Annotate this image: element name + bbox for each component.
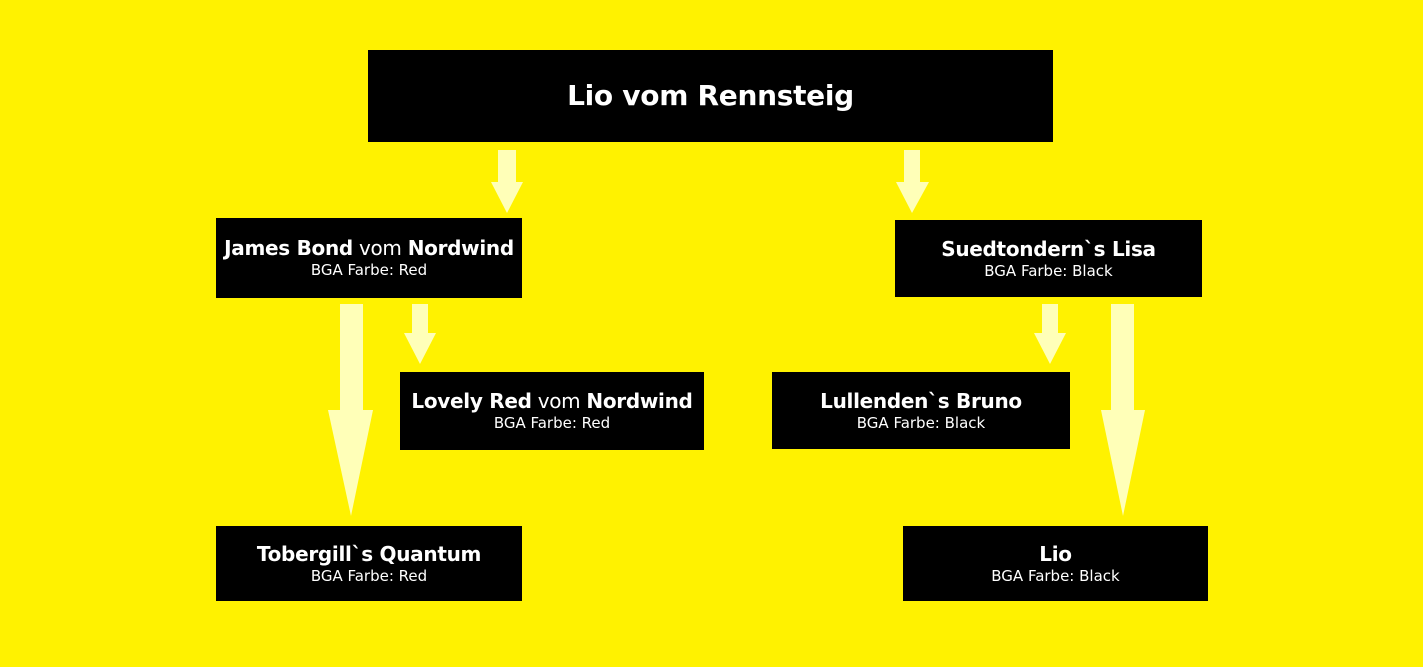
father-mother-name: Lovely Red vom Nordwind: [411, 389, 693, 413]
node-mother-mother: Lio BGA Farbe: Black: [903, 526, 1208, 601]
mother-mother-color-label: BGA Farbe: Black: [991, 566, 1120, 585]
node-father-mother: Lovely Red vom Nordwind BGA Farbe: Red: [400, 372, 704, 450]
node-mother-father: Lullenden`s Bruno BGA Farbe: Black: [772, 372, 1070, 449]
mother-mother-name: Lio: [1039, 541, 1072, 566]
arrow-mother-to-lullenden: [1034, 304, 1066, 364]
arrow-father-to-lovely-red: [404, 304, 436, 364]
father-father-color-label: BGA Farbe: Red: [310, 566, 428, 585]
father-name: James Bond vom Nordwind: [224, 236, 514, 260]
node-root: Lio vom Rennsteig: [368, 50, 1053, 142]
arrow-mother-to-lio: [1101, 304, 1145, 516]
arrow-root-to-mother: [896, 150, 929, 213]
node-mother: Suedtondern`s Lisa BGA Farbe: Black: [895, 220, 1202, 297]
mother-father-name: Lullenden`s Bruno: [820, 388, 1022, 413]
arrow-root-to-father: [491, 150, 523, 213]
node-father-father: Tobergill`s Quantum BGA Farbe: Red: [216, 526, 522, 601]
mother-father-color-label: BGA Farbe: Black: [856, 413, 986, 432]
father-color-label: BGA Farbe: Red: [310, 261, 428, 279]
father-mother-color-label: BGA Farbe: Red: [493, 414, 611, 432]
mother-name: Suedtondern`s Lisa: [941, 236, 1156, 261]
node-father: James Bond vom Nordwind BGA Farbe: Red: [216, 218, 522, 298]
root-name: Lio vom Rennsteig: [567, 79, 854, 112]
arrow-father-to-tobergill: [328, 304, 373, 516]
mother-color-label: BGA Farbe: Black: [984, 261, 1113, 280]
father-father-name: Tobergill`s Quantum: [256, 541, 482, 566]
